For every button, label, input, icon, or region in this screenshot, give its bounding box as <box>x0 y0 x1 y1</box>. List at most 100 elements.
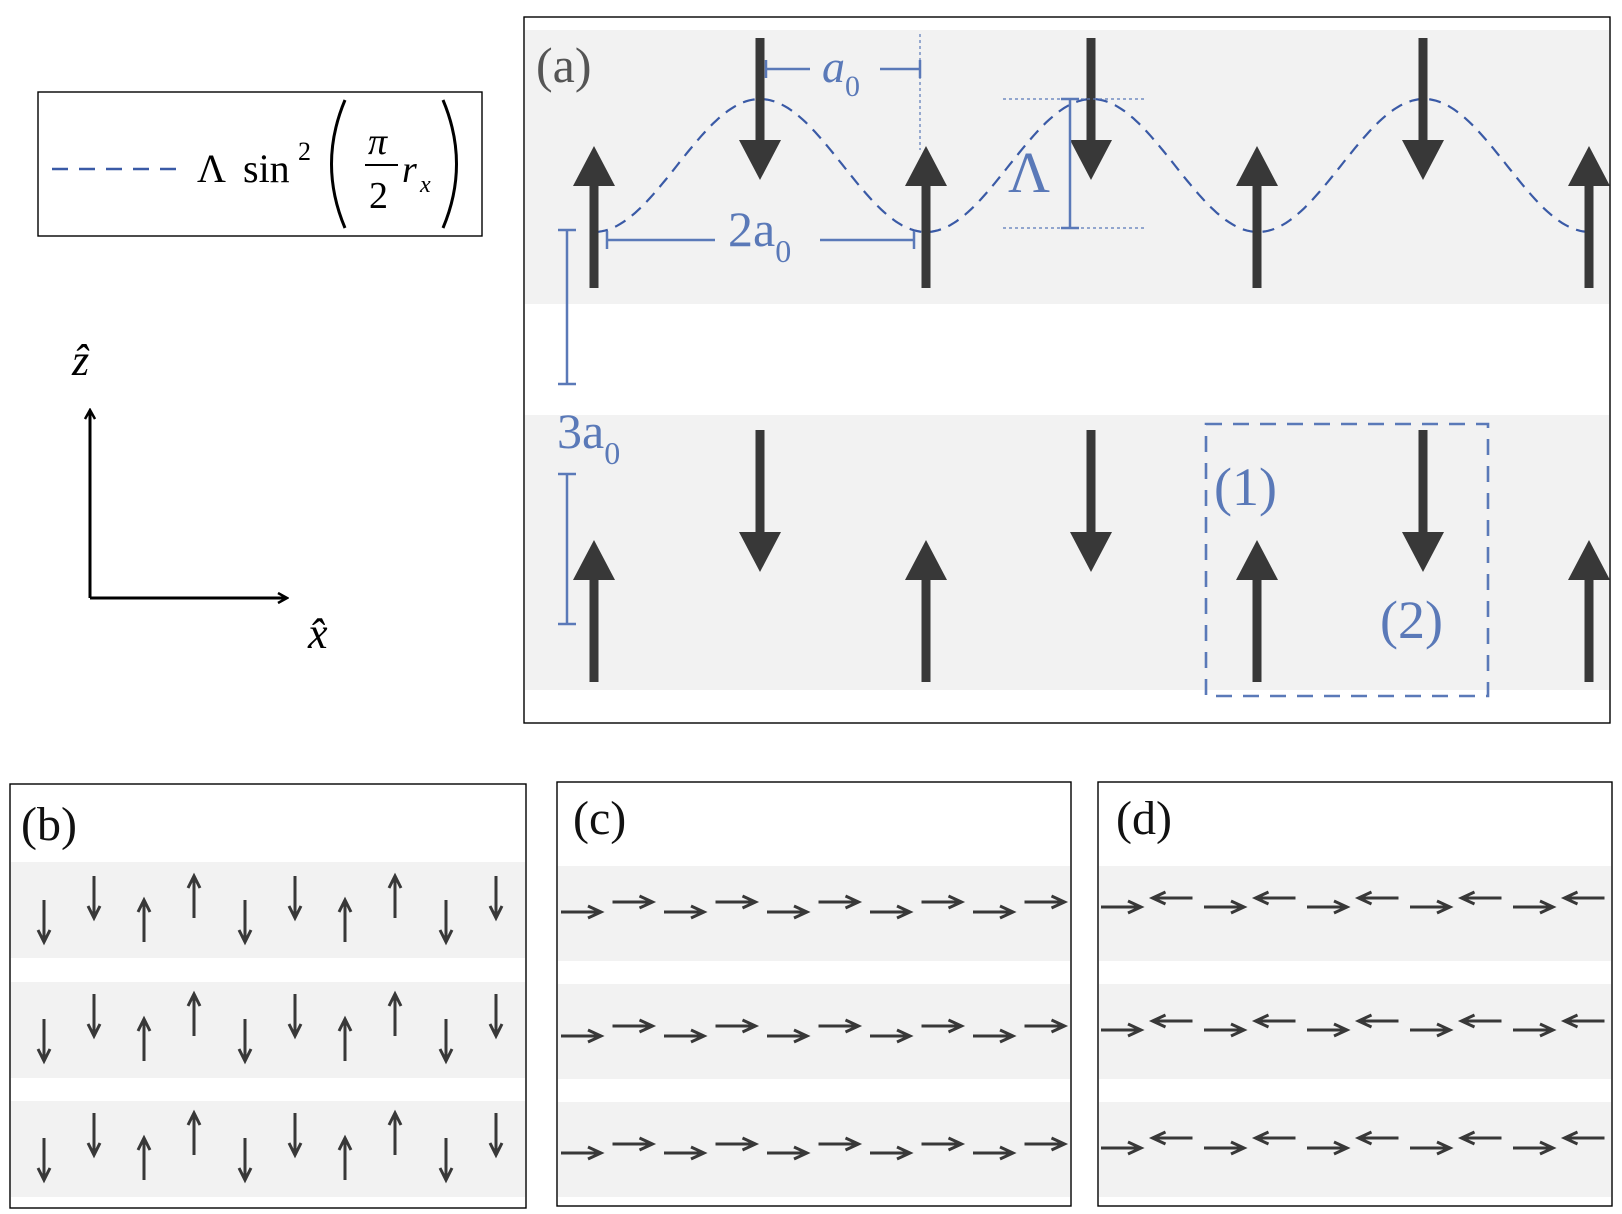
legend-pi: π <box>368 121 388 163</box>
spin-right-arrow-c-3-1 <box>561 1145 605 1161</box>
spin-down-arrow-b-2-1 <box>36 1019 52 1065</box>
spin-right-arrow-c-2-7 <box>870 1028 914 1044</box>
spin-left-arrow-d-3-2 <box>1148 1130 1193 1146</box>
spin-up-arrow-b-1-3 <box>136 896 152 942</box>
spin-down-arrow-b-2-6 <box>287 994 303 1040</box>
spin-left-arrow-d-2-6 <box>1354 1013 1399 1029</box>
spin-right-arrow-c-2-10 <box>1024 1018 1069 1034</box>
spin-down-arrow-bottom-4 <box>1070 430 1112 572</box>
spin-left-arrow-d-2-8 <box>1457 1013 1502 1029</box>
spin-down-arrow-b-3-6 <box>287 1113 303 1159</box>
spin-right-arrow-d-3-9 <box>1513 1140 1557 1156</box>
spin-left-arrow-d-3-10 <box>1560 1130 1605 1146</box>
spin-right-arrow-c-3-5 <box>767 1145 811 1161</box>
spin-right-arrow-c-2-3 <box>664 1028 708 1044</box>
spin-up-arrow-b-2-7 <box>337 1015 353 1061</box>
dimension-lambda <box>1003 97 1145 230</box>
spin-left-arrow-d-2-2 <box>1148 1013 1193 1029</box>
spin-up-arrow-b-2-4 <box>186 990 202 1036</box>
spin-up-arrow-b-3-8 <box>387 1109 403 1155</box>
spin-up-arrow-top-1 <box>573 146 615 288</box>
spin-down-arrow-b-3-9 <box>438 1138 454 1184</box>
spin-right-arrow-c-1-3 <box>664 904 708 920</box>
spin-right-arrow-c-1-9 <box>973 904 1017 920</box>
spin-down-arrow-b-1-10 <box>488 876 504 922</box>
spin-right-arrow-d-2-9 <box>1513 1022 1557 1038</box>
dimension-a0-label: a0 <box>822 41 860 103</box>
spin-up-arrow-top-5 <box>1236 146 1278 288</box>
spin-left-arrow-d-3-8 <box>1457 1130 1502 1146</box>
spin-up-arrow-b-2-8 <box>387 990 403 1036</box>
spin-down-arrow-b-1-9 <box>438 900 454 946</box>
spin-up-arrow-top-7 <box>1568 146 1610 288</box>
legend-two: 2 <box>369 175 388 217</box>
spin-down-arrow-b-2-5 <box>237 1019 253 1065</box>
panel-a-spins <box>573 38 1610 682</box>
legend-right-paren <box>441 99 458 229</box>
spin-right-arrow-d-2-5 <box>1307 1022 1351 1038</box>
spin-right-arrow-c-3-4 <box>715 1136 760 1152</box>
panel-b-label: (b) <box>21 798 77 851</box>
dimension-3a0 <box>558 228 576 626</box>
spin-up-arrow-bottom-7 <box>1568 540 1610 682</box>
panel-b: (b) <box>9 783 527 1209</box>
legend-r: r <box>402 149 417 191</box>
spin-up-arrow-b-3-3 <box>136 1134 152 1180</box>
spin-left-arrow-d-2-10 <box>1560 1013 1605 1029</box>
unit-cell-site-2-label: (2) <box>1380 590 1443 650</box>
spin-down-arrow-bottom-2 <box>739 430 781 572</box>
dimension-2a0-label: 2a0 <box>728 201 791 269</box>
spin-up-arrow-bottom-5 <box>1236 540 1278 682</box>
spin-right-arrow-c-1-5 <box>767 904 811 920</box>
spin-right-arrow-d-1-9 <box>1513 899 1557 915</box>
spin-down-arrow-b-3-1 <box>36 1138 52 1184</box>
spin-right-arrow-d-3-7 <box>1410 1140 1454 1156</box>
legend-sin: sin <box>243 146 290 191</box>
spin-down-arrow-b-3-5 <box>237 1138 253 1184</box>
spin-down-arrow-b-1-5 <box>237 900 253 946</box>
panel-a-band-top <box>525 30 1609 304</box>
spin-up-arrow-b-1-4 <box>186 872 202 918</box>
dimension-lambda-label: Λ <box>1008 140 1050 205</box>
panel-a-band-bottom <box>525 415 1609 690</box>
spin-right-arrow-c-1-2 <box>612 894 657 910</box>
spin-right-arrow-c-3-6 <box>818 1136 863 1152</box>
spin-up-arrow-top-3 <box>905 146 947 288</box>
spin-right-arrow-d-2-3 <box>1204 1022 1248 1038</box>
panel-b-spins <box>36 872 504 1184</box>
spin-left-arrow-d-1-6 <box>1354 890 1399 906</box>
dimension-3a0-label: 3a0 <box>557 403 620 471</box>
z-axis-label: ẑ <box>71 336 90 385</box>
coordinate-axes: ẑ x̂ <box>71 336 328 658</box>
spin-down-arrow-b-1-1 <box>36 900 52 946</box>
unit-cell-site-1-label: (1) <box>1214 457 1277 517</box>
spin-right-arrow-c-2-6 <box>818 1018 863 1034</box>
dimension-2a0 <box>605 231 916 249</box>
spin-up-arrow-bottom-3 <box>905 540 947 682</box>
spin-right-arrow-c-2-4 <box>715 1018 760 1034</box>
legend-x-sub: x <box>419 172 431 198</box>
spin-right-arrow-d-1-1 <box>1101 899 1145 915</box>
spin-left-arrow-d-1-4 <box>1251 890 1296 906</box>
spin-right-arrow-d-3-5 <box>1307 1140 1351 1156</box>
legend-square: 2 <box>298 137 311 166</box>
spin-left-arrow-d-3-4 <box>1251 1130 1296 1146</box>
spin-down-arrow-b-2-2 <box>86 994 102 1040</box>
spin-right-arrow-c-3-9 <box>973 1145 1017 1161</box>
x-axis-label: x̂ <box>307 609 328 658</box>
panel-b-band-3 <box>11 1101 525 1197</box>
spin-right-arrow-d-3-1 <box>1101 1140 1145 1156</box>
spin-right-arrow-c-3-10 <box>1024 1136 1069 1152</box>
spin-up-arrow-b-3-7 <box>337 1134 353 1180</box>
spin-right-arrow-c-1-10 <box>1024 894 1069 910</box>
spin-right-arrow-c-1-4 <box>715 894 760 910</box>
panel-a-label: (a) <box>536 37 592 93</box>
spin-down-arrow-b-1-6 <box>287 876 303 922</box>
legend: Λ sin 2 π 2 r x <box>37 91 483 237</box>
spin-left-arrow-d-1-8 <box>1457 890 1502 906</box>
spin-right-arrow-c-2-8 <box>921 1018 966 1034</box>
spin-right-arrow-c-3-7 <box>870 1145 914 1161</box>
spin-down-arrow-b-3-10 <box>488 1113 504 1159</box>
spin-left-arrow-d-2-4 <box>1251 1013 1296 1029</box>
panel-c-label: (c) <box>573 792 626 845</box>
